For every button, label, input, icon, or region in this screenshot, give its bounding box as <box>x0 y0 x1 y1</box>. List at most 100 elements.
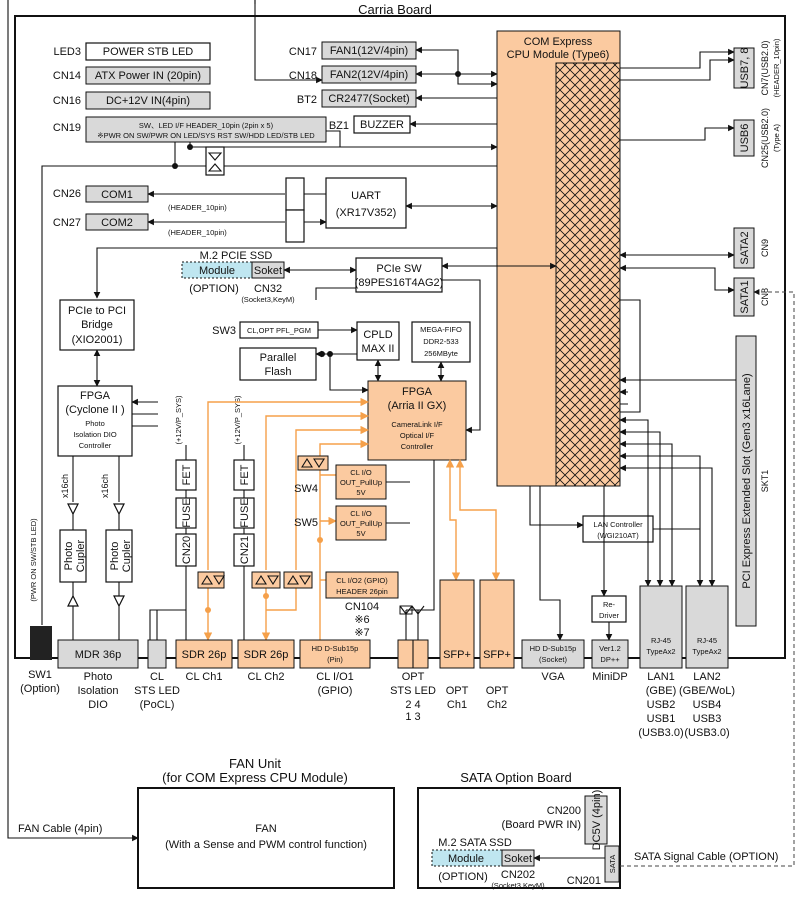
svg-text:Isolation: Isolation <box>78 685 119 697</box>
svg-text:LAN1: LAN1 <box>647 671 675 683</box>
svg-text:FET: FET <box>239 464 251 485</box>
svg-text:※6: ※6 <box>354 614 369 626</box>
svg-text:Soket: Soket <box>504 853 532 865</box>
com-express-module: COM Express CPU Module (Type6) <box>496 30 621 487</box>
svg-text:SW4: SW4 <box>294 483 318 495</box>
svg-text:USB2: USB2 <box>647 699 676 711</box>
svg-text:FET: FET <box>181 464 193 485</box>
svg-text:STS LED: STS LED <box>134 685 180 697</box>
vga-port: HD D-Sub15p (Socket) <box>521 639 585 669</box>
svg-text:SFP+: SFP+ <box>443 649 471 661</box>
sw3: SW3 CL,OPT PFL_PGM <box>212 321 319 339</box>
svg-text:USB3: USB3 <box>693 713 722 725</box>
svg-text:Re-: Re- <box>603 600 616 609</box>
fan-unit-box: FAN (With a Sense and PWM control functi… <box>137 787 395 889</box>
svg-text:MiniDP: MiniDP <box>592 671 627 683</box>
svg-text:(GBE): (GBE) <box>646 685 677 697</box>
svg-text:BUZZER: BUZZER <box>360 119 404 131</box>
svg-text:SDR 26p: SDR 26p <box>244 649 289 661</box>
svg-text:USB6: USB6 <box>739 124 751 153</box>
bz1-row: BZ1 BUZZER <box>329 115 411 134</box>
svg-text:(Option): (Option) <box>20 683 60 695</box>
svg-text:Photo: Photo <box>63 542 75 571</box>
svg-text:FAN: FAN <box>255 823 276 835</box>
svg-text:UART: UART <box>351 190 381 202</box>
svg-text:MAX II: MAX II <box>361 343 394 355</box>
svg-text:TypeAx2: TypeAx2 <box>692 647 721 656</box>
svg-text:MEGA-FIFO: MEGA-FIFO <box>420 325 462 334</box>
svg-text:FUSE: FUSE <box>239 498 251 527</box>
svg-text:FPGA: FPGA <box>80 390 111 402</box>
svg-text:5V: 5V <box>356 529 365 538</box>
fan-cable-label: FAN Cable (4pin) <box>18 823 102 835</box>
svg-text:Photo: Photo <box>85 419 105 428</box>
svg-text:CL I/O: CL I/O <box>350 509 372 518</box>
svg-text:Optical I/F: Optical I/F <box>400 431 435 440</box>
cn14-row: CN14 ATX Power IN (20pin) <box>53 66 211 85</box>
svg-text:OPT: OPT <box>486 685 509 697</box>
svg-text:CL,OPT PFL_PGM: CL,OPT PFL_PGM <box>247 326 311 335</box>
svg-text:FPGA: FPGA <box>402 386 433 398</box>
svg-text:CN200: CN200 <box>547 805 581 817</box>
svg-text:2 4: 2 4 <box>405 699 420 711</box>
cn17-row: CN17 FAN1(12V/4pin) <box>289 41 417 60</box>
svg-text:Ch1: Ch1 <box>447 699 467 711</box>
svg-text:(HEADER_10pin): (HEADER_10pin) <box>772 38 781 97</box>
svg-text:CN27: CN27 <box>53 217 81 229</box>
svg-text:FUSE: FUSE <box>181 498 193 527</box>
svg-text:Soket: Soket <box>254 265 282 277</box>
svg-text:SDR 26p: SDR 26p <box>182 649 227 661</box>
led3-row: LED3 POWER STB LED <box>53 42 211 61</box>
svg-text:CL Ch2: CL Ch2 <box>248 671 285 683</box>
sfp-ch2: SFP+ <box>479 579 515 669</box>
lan-controller: LAN Controller (WGI210AT) <box>582 515 654 543</box>
svg-text:M.2 SATA SSD: M.2 SATA SSD <box>438 837 512 849</box>
sw1-connector <box>30 626 52 660</box>
sdr-26p-ch1: SDR 26p <box>175 639 233 669</box>
svg-text:CN21: CN21 <box>239 536 251 564</box>
svg-text:CPU Module (Type6): CPU Module (Type6) <box>507 49 610 61</box>
svg-text:(With a Sense and PWM control: (With a Sense and PWM control function) <box>165 839 367 851</box>
svg-text:CL I/O1: CL I/O1 <box>316 671 354 683</box>
cl-io-sw5: SW5 CL I/O OUT_PullUp 5V <box>294 505 387 541</box>
svg-text:SATA1: SATA1 <box>739 280 751 313</box>
svg-text:(89PES16T4AG2): (89PES16T4AG2) <box>355 277 444 289</box>
lan2-port: RJ-45 TypeAx2 <box>685 585 729 669</box>
svg-text:DC5V (4pin): DC5V (4pin) <box>591 790 603 851</box>
svg-text:Bridge: Bridge <box>81 319 113 331</box>
svg-text:(+12V/P_SYS): (+12V/P_SYS) <box>233 395 242 444</box>
fet1-chain: (+12V/P_SYS) FET FUSE CN20 <box>174 395 197 567</box>
svg-text:LAN Controller: LAN Controller <box>593 520 643 529</box>
svg-text:LED3: LED3 <box>53 46 81 58</box>
pcie-to-pci-bridge: PCIe to PCI Bridge (XIO2001) <box>59 299 135 351</box>
svg-text:CN9: CN9 <box>760 239 770 257</box>
usb78-port: USB7, 8 CN7(USB2.0) (HEADER_10pin) <box>733 38 781 97</box>
svg-text:CN25(USB2.0): CN25(USB2.0) <box>760 108 770 168</box>
svg-text:CL Ch1: CL Ch1 <box>186 671 223 683</box>
svg-text:OUT_PullUp: OUT_PullUp <box>340 478 382 487</box>
cpld: CPLD MAX II <box>356 321 400 361</box>
svg-text:Controller: Controller <box>79 441 112 450</box>
svg-text:USB4: USB4 <box>693 699 722 711</box>
svg-text:5V: 5V <box>356 488 365 497</box>
svg-text:(Cyclone II ): (Cyclone II ) <box>65 404 124 416</box>
svg-text:SW、LED I/F HEADER_10pin (2pin: SW、LED I/F HEADER_10pin (2pin x 5) <box>139 121 274 130</box>
uart-block: UART (XR17V352) <box>325 177 407 229</box>
svg-text:Photo: Photo <box>84 671 113 683</box>
svg-text:BT2: BT2 <box>297 94 317 106</box>
cl-sts-led-port <box>147 639 167 669</box>
cn26-com1: CN26 COM1 (HEADER_10pin) <box>53 185 227 212</box>
svg-text:CL I/O: CL I/O <box>350 468 372 477</box>
svg-text:OPT: OPT <box>446 685 469 697</box>
svg-text:SW1: SW1 <box>28 669 52 681</box>
svg-text:(Pin): (Pin) <box>327 655 343 664</box>
svg-text:Flash: Flash <box>265 366 292 378</box>
svg-text:CN18: CN18 <box>289 70 317 82</box>
mdr-36p-port: MDR 36p <box>57 639 139 669</box>
svg-text:POWER STB LED: POWER STB LED <box>103 46 194 58</box>
svg-text:TypeAx2: TypeAx2 <box>646 647 675 656</box>
svg-text:(Socket3,KeyM): (Socket3,KeyM) <box>241 295 295 304</box>
svg-text:HEADER 26pin: HEADER 26pin <box>336 587 388 596</box>
svg-text:OPT: OPT <box>402 671 425 683</box>
fan-unit-subtitle: (for COM Express CPU Module) <box>162 770 348 785</box>
